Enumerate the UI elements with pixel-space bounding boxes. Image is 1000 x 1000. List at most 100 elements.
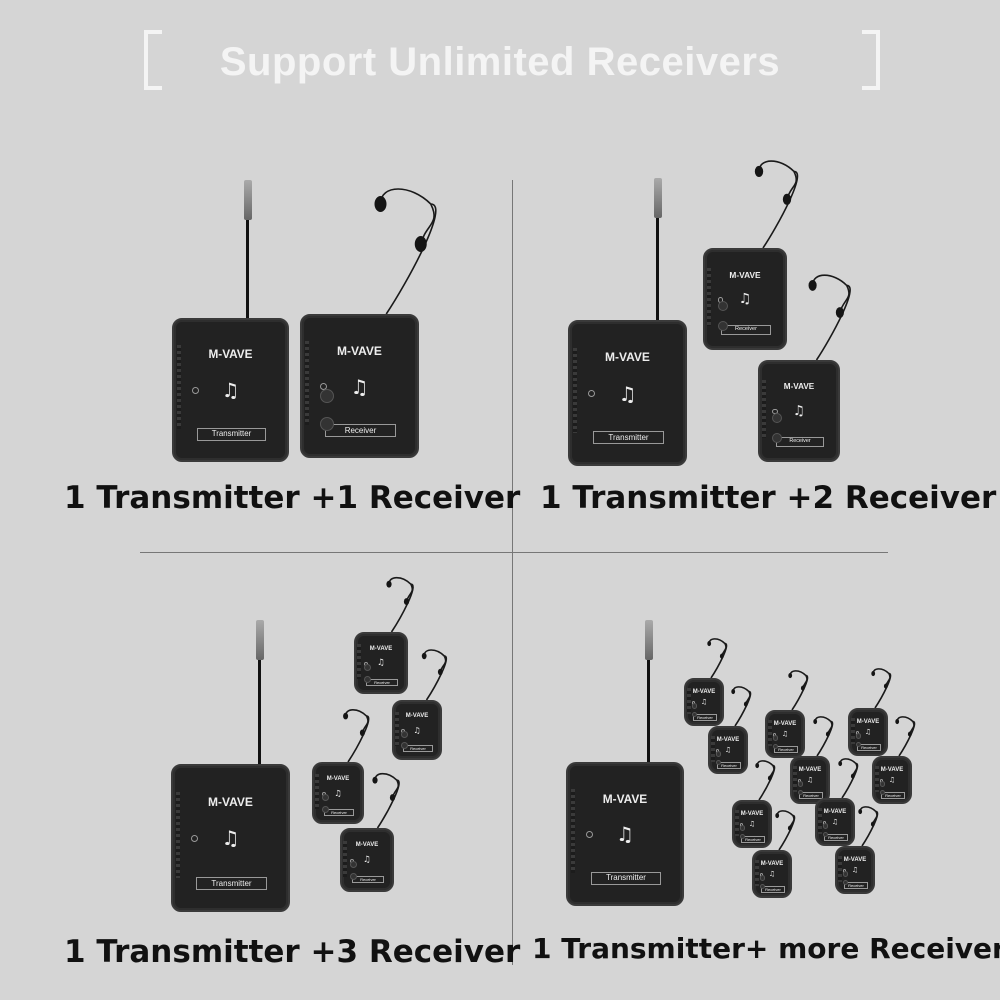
side-grip (395, 712, 400, 746)
earphone-icon (343, 712, 349, 720)
volume-down-button[interactable] (363, 675, 372, 683)
panel-caption-1: 1 Transmitter +1 Receiver (64, 480, 521, 516)
music-notes-icon: ♫ (781, 730, 789, 739)
earphone-cable (791, 674, 809, 711)
volume-down-button[interactable] (822, 831, 829, 838)
earphone-cable (374, 772, 398, 781)
side-grip (176, 791, 180, 879)
earphone-icon (707, 641, 712, 647)
brand-logo-text: M-VAVE (729, 269, 761, 280)
volume-up-button[interactable] (320, 388, 334, 403)
volume-up-button[interactable] (879, 780, 886, 787)
panel-caption-2: 1 Transmitter +2 Receiver (540, 480, 997, 516)
volume-up-button[interactable] (797, 780, 804, 787)
earphone-cable (762, 170, 799, 249)
brand-logo-text: M-VAVE (760, 860, 784, 867)
earphone-icon (870, 821, 875, 827)
receiver-device: M-VAVE♫Receiver (312, 762, 364, 824)
volume-down-button[interactable] (691, 711, 698, 718)
earphone-cable (347, 715, 370, 763)
volume-down-button[interactable] (797, 789, 804, 796)
volume-down-button[interactable] (772, 743, 779, 750)
earphone-cable (344, 709, 368, 717)
earphone-cable (816, 720, 834, 757)
receiver-device: M-VAVE♫Receiver (872, 756, 912, 804)
side-grip (792, 765, 797, 793)
volume-up-button[interactable] (691, 702, 698, 709)
volume-up-button[interactable] (349, 861, 358, 869)
volume-down-button[interactable] (855, 741, 862, 748)
earphone-icon (850, 773, 855, 779)
earphone-cable (379, 188, 432, 205)
side-grip (817, 807, 822, 835)
brand-logo-text: M-VAVE (337, 344, 382, 358)
music-notes-icon: ♫ (700, 698, 708, 707)
brand-logo-text: M-VAVE (798, 766, 822, 773)
earphone-icon (800, 685, 805, 691)
earphone-cable (872, 668, 890, 675)
earphone-cable (776, 810, 794, 817)
status-led (585, 831, 593, 839)
music-notes-icon: ♫ (618, 381, 637, 406)
brand-logo-text: M-VAVE (716, 736, 740, 743)
status-led (191, 835, 198, 843)
volume-up-button[interactable] (772, 734, 779, 741)
brand-logo-text: M-VAVE (355, 842, 379, 848)
volume-down-button[interactable] (715, 759, 722, 766)
volume-down-button[interactable] (717, 320, 728, 331)
volume-down-button[interactable] (320, 416, 334, 431)
brand-logo-text: M-VAVE (773, 720, 797, 727)
volume-up-button[interactable] (822, 822, 829, 829)
right-bracket (862, 30, 880, 90)
transmitter-device: M-VAVE♫Transmitter (171, 764, 290, 912)
receiver-label: Receiver (717, 761, 741, 769)
volume-up-button[interactable] (321, 794, 329, 802)
volume-up-button[interactable] (759, 874, 766, 881)
earphone-cable (388, 576, 412, 585)
brand-logo-text: M-VAVE (605, 350, 650, 365)
brand-logo-text: M-VAVE (208, 794, 253, 809)
volume-down-button[interactable] (759, 883, 766, 890)
volume-down-button[interactable] (321, 805, 329, 813)
volume-down-button[interactable] (842, 879, 849, 886)
earphone-icon (883, 683, 888, 689)
side-grip (305, 341, 309, 426)
volume-down-button[interactable] (772, 432, 783, 443)
status-led (191, 387, 199, 395)
music-notes-icon: ♫ (748, 820, 756, 829)
volume-down-button[interactable] (879, 789, 886, 796)
volume-down-button[interactable] (349, 873, 358, 881)
brand-logo-text: M-VAVE (783, 381, 815, 391)
receiver-device: M-VAVE♫Receiver (752, 850, 792, 898)
music-notes-icon: ♫ (851, 866, 859, 875)
earphone-icon (775, 813, 780, 819)
volume-up-button[interactable] (842, 870, 849, 877)
volume-up-button[interactable] (715, 750, 722, 757)
antenna-icon (653, 178, 662, 218)
side-grip (837, 855, 842, 883)
music-notes-icon: ♫ (616, 822, 634, 846)
earphone-cable (874, 672, 892, 709)
volume-up-button[interactable] (855, 732, 862, 739)
side-grip (357, 644, 362, 680)
volume-up-button[interactable] (401, 731, 408, 738)
volume-down-button[interactable] (739, 833, 746, 840)
volume-up-button[interactable] (739, 824, 746, 831)
earphone-cable (898, 720, 916, 757)
volume-down-button[interactable] (401, 742, 408, 750)
receiver-label: Receiver (741, 835, 765, 843)
receiver-label: Receiver (774, 745, 798, 753)
antenna-icon (644, 620, 653, 660)
music-notes-icon: ♫ (377, 658, 385, 669)
title-banner: Support Unlimited Receivers (0, 30, 1000, 100)
volume-up-button[interactable] (363, 664, 372, 672)
earphone-icon (755, 763, 760, 769)
earphone-icon (389, 794, 396, 802)
brand-logo-text: M-VAVE (880, 766, 904, 773)
antenna-cable (246, 218, 249, 320)
volume-up-button[interactable] (717, 300, 728, 312)
volume-up-button[interactable] (772, 412, 783, 424)
earphone-icon (871, 671, 876, 677)
earphone-icon (835, 307, 844, 318)
